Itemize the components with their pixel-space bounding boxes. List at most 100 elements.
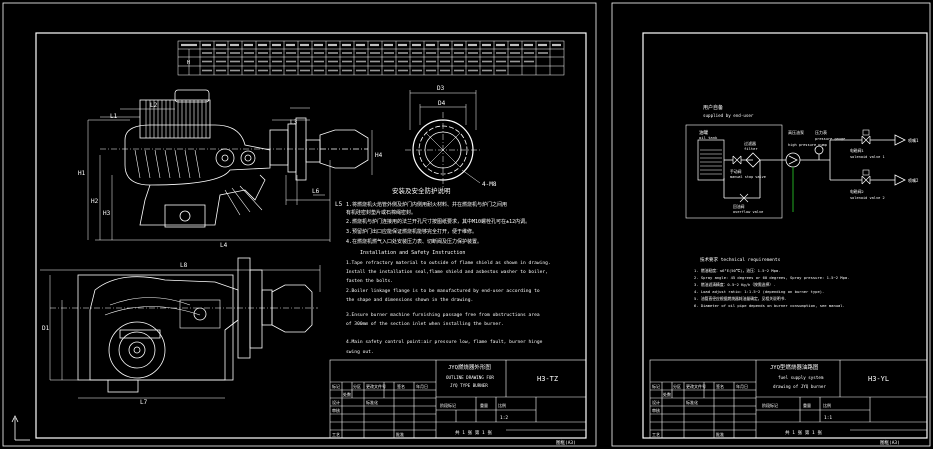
filter-cn: 过滤器 — [744, 140, 756, 146]
sol1-cn: 电磁阀1 — [850, 148, 864, 153]
notes-en-title: Installation and Safety Instruction — [360, 250, 465, 256]
title-cn: JYQ燃烧器外形图 — [448, 363, 491, 371]
supply-en: supplied by end-user — [703, 113, 754, 118]
note-en-2: Install the installation seal,flame shie… — [346, 269, 548, 275]
return-valve-symbol — [739, 193, 749, 203]
flange-front-view — [405, 90, 481, 188]
tb-process: 工艺 — [332, 432, 340, 437]
note-en-7: of 300mm of the section inlet when insta… — [346, 321, 504, 327]
manual-valve-cn: 手动阀 — [730, 169, 742, 174]
frame-label-2: 图框(A3) — [880, 439, 900, 446]
req-5: 5. 油管直径应根据燃烧器耗油量确定，见相关说明书. — [694, 296, 787, 301]
drawing-number: H3-TZ — [537, 375, 558, 383]
tank-label: 油罐 — [699, 129, 708, 136]
gauge-en: pressure gauge — [815, 137, 845, 141]
sheet-2-text: 用户自备 supplied by end-user 油罐 oil tank 过滤… — [652, 104, 919, 446]
req-1: 1. 燃油粘度：≤6°E(50℃)，油压：1.5~2 Mpa. — [694, 268, 780, 273]
table-label: H — [187, 60, 190, 66]
pump-en: high pressure pump — [788, 143, 827, 147]
note-en-4: 2.Boiler linkage flange is to be manufac… — [346, 288, 540, 294]
dim-label-l7: L7 — [140, 399, 148, 406]
tb2-scale: 比例 — [823, 402, 831, 408]
note-en-6: 3.Ensure burner machine furnishing passa… — [346, 312, 540, 318]
dim-label-h1: H1 — [78, 170, 86, 177]
tb2-sign: 签名 — [716, 383, 724, 389]
tb-approve: 批准 — [396, 431, 404, 437]
dim-label-d4: D4 — [438, 100, 446, 107]
tb2-review: 审核 — [652, 407, 660, 413]
tb-sign: 签名 — [397, 383, 405, 389]
note-en-8: 4.Main safety control point:air pressure… — [346, 339, 543, 345]
fuel-system-diagram — [685, 124, 906, 219]
ucs-axis-icon — [11, 415, 30, 441]
req-6: 6. Diameter of oil pipe depends on burne… — [694, 303, 845, 308]
sheet-2-outer-border — [611, 2, 931, 447]
pump-symbol — [785, 152, 801, 168]
note-en-5: the shape and dimensions shown in the dr… — [346, 297, 473, 303]
tb2-change-doc: 更改文件号 — [686, 383, 706, 389]
frame-label: 图框(A3) — [556, 439, 576, 446]
solenoid-valve-1-symbol — [861, 135, 871, 145]
tb2-weight: 重量 — [803, 402, 811, 408]
tb-design: 设计 — [332, 399, 340, 405]
pump-cn: 高压油泵 — [788, 129, 804, 135]
sheet-1-inner-border — [35, 32, 587, 439]
note-cn-2: 2.燃烧机与炉门连接用的法兰开孔尺寸按图纸要求，其中M10螺栓孔可在±12内调。 — [346, 218, 530, 225]
title-cn-2: JYQ型燃烧器油路图 — [770, 363, 819, 371]
sheet-1 — [2, 2, 597, 447]
dim-label-h4: H4 — [375, 152, 383, 159]
oil-tank-fill — [700, 149, 722, 175]
manual-valve-symbol — [732, 155, 742, 165]
side-view-dimensions — [87, 107, 373, 242]
dim-label-l2: L2 — [150, 102, 158, 109]
manual-valve-en: manual stop valve — [730, 175, 766, 179]
nozzle-2-symbol — [894, 174, 906, 186]
gauge-cn: 压力表 — [815, 129, 827, 135]
tb-weight: 重量 — [480, 402, 488, 408]
sheet-2 — [611, 2, 931, 447]
tb2-mark: 标记 — [652, 383, 660, 389]
return-cn: 回油阀 — [733, 204, 745, 209]
req-2: 2. Spray angle: 45 degrees or 60 degrees… — [694, 275, 849, 280]
sheet-count: 共 1 张 第 1 张 — [455, 429, 492, 436]
sol2-en: solenoid valve 2 — [850, 196, 885, 200]
tb2-approve: 批准 — [716, 431, 724, 437]
tb2-standard: 标准化 — [686, 399, 698, 405]
tb-review: 审核 — [332, 407, 340, 413]
sheet-1-text: H L1 L2 H1 H2 H3 L4 L3 L5 L6 H4 D3 D4 4-… — [42, 60, 576, 446]
tb-count: 处数 — [343, 391, 351, 397]
dim-label-l8: L8 — [180, 262, 188, 269]
note-cn-1: 1.将燃烧机火焰管外侧及炉门内侧用耐火材料、并在燃烧机与炉门之间用 — [346, 201, 507, 208]
dim-label-d3: D3 — [437, 85, 445, 92]
tb-mark: 标记 — [332, 383, 340, 389]
tb-standard: 标准化 — [366, 399, 378, 405]
dim-label-d1: D1 — [42, 325, 50, 332]
tb-date: 年月日 — [416, 383, 428, 389]
req-4: 4. Load adjust ratio: 1:1.5~2 (depending… — [694, 289, 824, 294]
note-en-1: 1.Tape refractory material to outside of… — [346, 260, 551, 266]
dim-label-l4: L4 — [220, 242, 228, 249]
sheet-1-title-block — [329, 359, 587, 439]
sheet-2-title-block — [649, 359, 928, 439]
notes-title: 安装及安全防护说明 — [392, 186, 451, 195]
sol2-cn: 电磁阀2 — [850, 189, 864, 194]
nozzle-2-label: 喷嘴2 — [908, 177, 919, 183]
sheet-count-2: 共 1 张 第 1 张 — [785, 429, 822, 436]
tb2-stage: 阶段标记 — [762, 402, 778, 408]
dim-label-l5: L5 — [335, 201, 343, 208]
return-en: overflow valve — [733, 210, 763, 214]
tb-scale: 比例 — [498, 402, 506, 408]
nozzle-1-label: 喷嘴1 — [908, 137, 919, 143]
tb2-zone: 分区 — [673, 383, 681, 389]
scale-value-2: 1:1 — [824, 415, 832, 421]
pressure-gauge-symbol — [814, 145, 824, 155]
solenoid-valve-2-symbol — [861, 175, 871, 185]
burner-side-view — [100, 89, 369, 228]
title-en-2a: fuel supply system — [778, 375, 824, 380]
motor-fins — [145, 100, 207, 138]
bolt-label: 4-M8 — [482, 181, 497, 188]
note-en-9: swing out. — [346, 349, 374, 355]
sol1-en: solenoid valve 1 — [850, 155, 885, 159]
supply-cn: 用户自备 — [703, 104, 723, 111]
tb-stage: 阶段标记 — [440, 402, 456, 408]
